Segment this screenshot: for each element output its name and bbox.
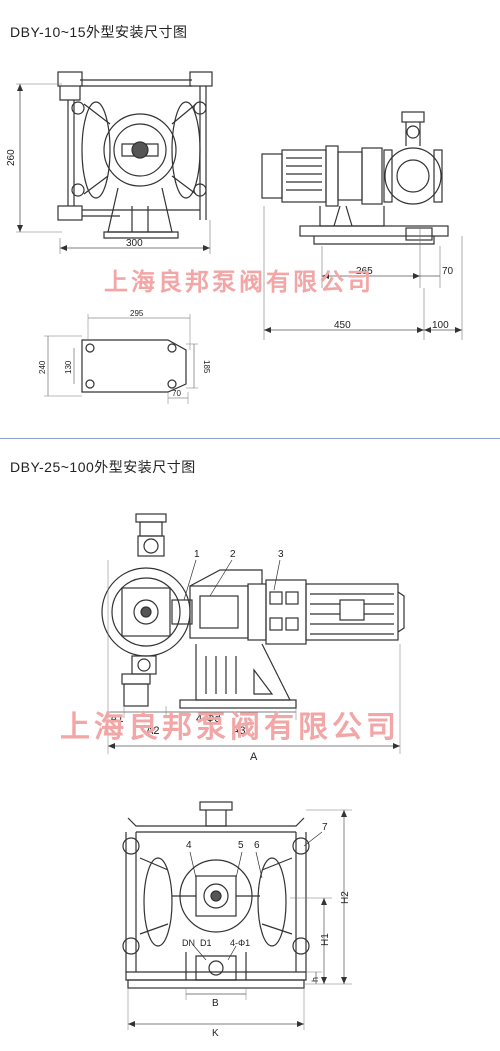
callout-1: 1 xyxy=(194,549,200,560)
label-bolt: 4-Φd xyxy=(196,713,221,725)
callout-2: 2 xyxy=(230,549,236,560)
label-h: h xyxy=(310,977,320,982)
label-a: A xyxy=(250,751,258,763)
callout-4: 4 xyxy=(186,840,192,851)
watermark-top: 上海良邦泵阀有限公司 xyxy=(104,269,374,296)
dim-265-label: 265 xyxy=(356,266,373,277)
callout-6: 6 xyxy=(254,840,260,851)
sheet2-front-view xyxy=(122,801,352,1030)
label-k: K xyxy=(212,1028,219,1039)
callout-7: 7 xyxy=(322,822,328,833)
label-a3: A3 xyxy=(232,725,245,737)
dim-450-label: 450 xyxy=(334,320,351,331)
label-dn: DN xyxy=(182,938,195,948)
callout-5: 5 xyxy=(238,840,244,851)
sheet2-title: DBY-25~100外型安装尺寸图 xyxy=(10,459,196,475)
dim-70-base-label: 70 xyxy=(172,389,181,398)
label-a1: A1 xyxy=(110,713,123,725)
dim-300-label: 300 xyxy=(126,238,143,249)
callout-3: 3 xyxy=(278,549,284,560)
dim-130-label: 130 xyxy=(64,360,73,374)
label-phi1: 4-Φ1 xyxy=(230,938,250,948)
watermark-bottom: 上海良邦泵阀有限公司 xyxy=(60,711,400,744)
dim-100-label: 100 xyxy=(432,320,449,331)
sheet1-front-view xyxy=(16,71,213,254)
sheet1-title: DBY-10~15外型安装尺寸图 xyxy=(10,24,188,40)
label-b: B xyxy=(212,998,219,1009)
sheet1-base-view xyxy=(44,314,198,404)
sheet1-side-view xyxy=(261,111,463,340)
label-h2: H2 xyxy=(340,891,351,904)
label-d1: D1 xyxy=(200,938,212,948)
dim-70-label: 70 xyxy=(442,266,454,277)
label-h1: H1 xyxy=(320,933,331,946)
label-a2: A2 xyxy=(146,725,159,737)
dim-260-label: 260 xyxy=(6,149,17,166)
dim-295-label: 295 xyxy=(130,309,144,318)
dim-240-label: 240 xyxy=(38,360,47,374)
dim-185-label: 185 xyxy=(202,360,211,374)
sheet2-side-view xyxy=(101,513,405,754)
section-divider xyxy=(0,438,500,439)
